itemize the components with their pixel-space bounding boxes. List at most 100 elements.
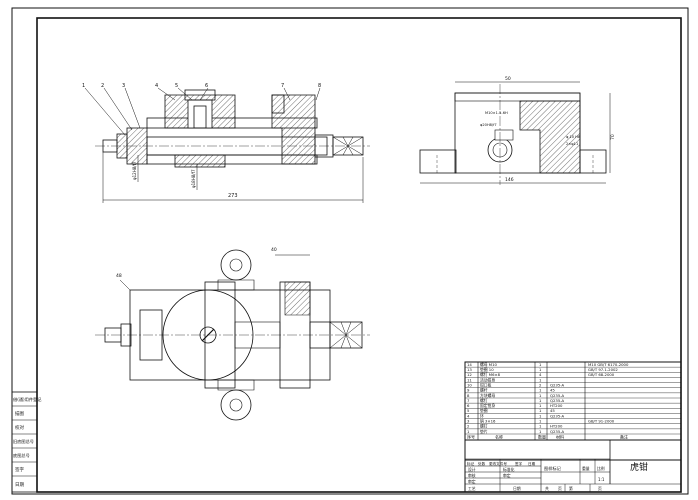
outer-border (11, 7, 689, 495)
title-header-count: 处数 (478, 461, 486, 466)
part-name: 销 3×16 (480, 419, 496, 424)
drawing-title: 虎钳 (630, 461, 648, 473)
part-name: 活动钳身 (480, 377, 495, 382)
part-qty: 1 (539, 362, 542, 367)
title-scale: 1:1 (598, 477, 605, 482)
part-name: 固定钳身 (480, 403, 495, 408)
top-view: 40 48 (95, 247, 370, 421)
dim-side-right2: 2×φ11 (566, 142, 578, 146)
part-name: 垫圈 (480, 408, 488, 413)
part-no: 7 (467, 398, 470, 403)
balloon-label: 8 (318, 83, 321, 89)
part-material: Q235-A (550, 413, 565, 418)
part-qty: 1 (539, 377, 542, 382)
part-qty: 1 (539, 398, 542, 403)
part-name: 螺钉 M6×8 (480, 372, 501, 377)
part-note: GB/T 91-2000 (588, 419, 615, 424)
title-weight: 重量 (582, 466, 590, 471)
title-page2: 页 (598, 486, 602, 491)
inner-border (36, 17, 682, 493)
title-scale-label: 比例 (597, 466, 605, 471)
part-name: 垫片 (480, 429, 488, 434)
part-qty: 2 (539, 383, 542, 388)
dim-side-total: 146 (505, 177, 514, 183)
dim-top-dim: 48 (116, 273, 122, 279)
part-qty: 1 (539, 388, 542, 393)
part-qty: 1 (539, 403, 542, 408)
dim-side-height: 70 (610, 134, 616, 140)
part-name: 螺杆 (480, 388, 488, 393)
balloon-label: 5 (175, 83, 178, 89)
part-material: Q235-A (550, 429, 565, 434)
balloon-label: 3 (122, 83, 125, 89)
part-no: 14 (467, 362, 472, 367)
part-qty: 1 (539, 424, 542, 429)
part-material: HT200 (550, 424, 563, 429)
title-header-doc: 更改文件号 (489, 461, 507, 466)
part-qty: 1 (539, 419, 542, 424)
dim-front-dia2: φ18H8/f7 (191, 169, 196, 188)
part-qty: 1 (539, 413, 542, 418)
parts-header-cell: 数量 (538, 434, 546, 440)
title-audit: 审定 (503, 473, 511, 478)
part-no: 8 (467, 393, 470, 398)
balloon-label: 1 (82, 83, 85, 89)
strip-label: 借(通)用件登记 (13, 396, 42, 403)
part-qty: 4 (539, 372, 542, 377)
title-page1: 页 (558, 486, 562, 491)
title-check: 审核 (468, 473, 476, 478)
part-material: 45 (550, 408, 555, 413)
part-no: 10 (467, 383, 472, 388)
title-standard: 标准化 (503, 467, 515, 472)
parts-header-cell: 序号 (467, 434, 475, 440)
parts-header-cell: 名称 (495, 434, 503, 440)
part-no: 13 (467, 367, 472, 372)
strip-label: 旧底图总号 (13, 438, 34, 445)
part-note: M10 GB/T 6170-2000 (588, 362, 629, 367)
part-qty: 1 (539, 367, 542, 372)
dim-side-right1: φ 10 H8 (566, 135, 581, 139)
front-view: 273 φ12H8/f7 φ18H8/f7 1 2 3 4 5 6 7 8 (82, 83, 370, 203)
dim-side-width: 50 (505, 76, 511, 82)
balloon-label: 6 (205, 83, 208, 89)
part-material: 45 (550, 388, 555, 393)
strip-label: 描图 (15, 410, 24, 417)
title-drawing-mark: 图样标记 (544, 465, 562, 472)
part-no: 4 (467, 413, 470, 418)
parts-header-cell: 材料 (556, 434, 564, 440)
part-name: 方块螺母 (480, 393, 495, 398)
title-total: 共 (545, 486, 549, 491)
title-craft: 工艺 (468, 486, 476, 491)
part-name: 垫圈 10 (480, 367, 494, 372)
title-header-mark: 标记 (467, 461, 475, 466)
part-name: 螺钉 (480, 424, 488, 429)
balloon-label: 4 (155, 83, 158, 89)
dim-side-fit1: M10×1.5-6H (485, 111, 508, 115)
dim-side-fit2: φ20H8/f7 (480, 123, 497, 127)
part-no: 9 (467, 388, 470, 393)
part-material: Q235-A (550, 393, 565, 398)
part-qty: 1 (539, 408, 542, 413)
balloon-label: 2 (101, 83, 104, 89)
strip-label: 日期 (15, 482, 24, 488)
strip-label: 校对 (15, 424, 24, 431)
side-view: 50 146 M10×1.5-6H φ20H8/f7 φ 10 H8 2×φ11… (419, 76, 616, 185)
strip-label: 底图总号 (13, 452, 30, 459)
balloon-label: 7 (281, 83, 284, 89)
dim-top-width: 40 (271, 247, 277, 253)
part-no: 12 (467, 372, 472, 377)
part-name: 环 (480, 413, 484, 418)
title-design: 设计 (468, 467, 476, 472)
title-block: 标记 处数 更改文件号 签字 日期 设计 标准化 审核 审定 审定 工艺 日期 … (464, 439, 682, 493)
dim-front-overall: 273 (228, 193, 238, 199)
part-no: 11 (467, 377, 472, 382)
part-material: HT200 (550, 403, 563, 408)
part-material: Q235-A (550, 398, 565, 403)
left-strip: 借(通)用件登记 描图 校对 旧底图总号 底图总号 签字 日期 (11, 391, 42, 493)
part-note: GB/T 68-2000 (588, 372, 615, 377)
part-qty: 1 (539, 393, 542, 398)
part-no: 1 (467, 429, 470, 434)
dim-front-dia1: φ12H8/f7 (132, 161, 137, 180)
part-no: 5 (467, 408, 470, 413)
